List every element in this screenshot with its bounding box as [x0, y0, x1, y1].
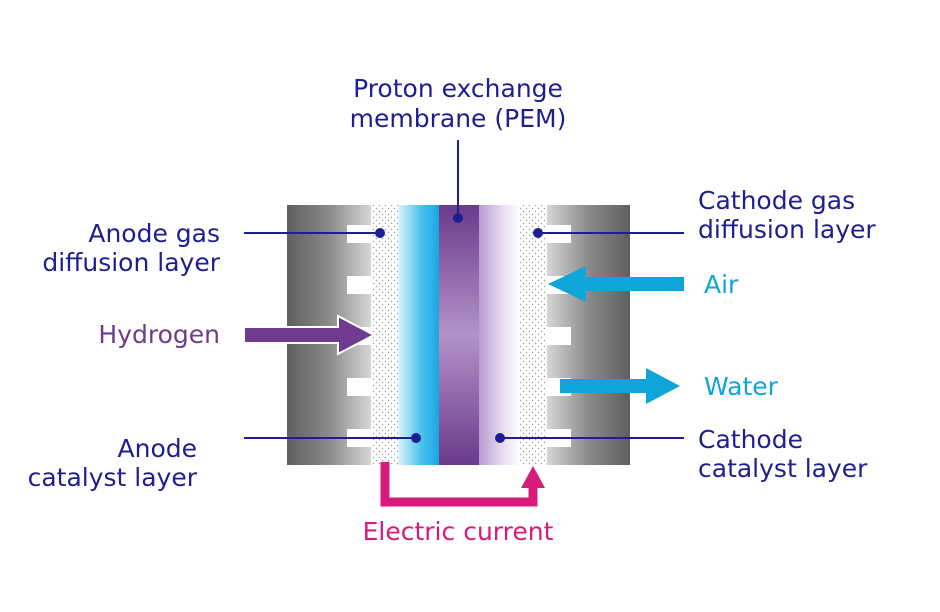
cathode-gdl-label-line1: Cathode gas — [698, 186, 855, 215]
anode-flow-channel — [347, 276, 371, 294]
electric-current-path — [380, 462, 545, 507]
electric-current-label: Electric current — [363, 517, 554, 546]
anode-gdl-marker-dot — [375, 228, 385, 238]
pem-marker-dot — [453, 213, 463, 223]
anode-catalyst-layer — [398, 205, 439, 465]
anode-cl-marker-dot — [411, 433, 421, 443]
anode-gdl-label-line1: Anode gas — [88, 219, 220, 248]
anode-cl-label-line2: catalyst layer — [28, 463, 198, 492]
cathode-cl-label-line1: Cathode — [698, 425, 803, 454]
air-arrow — [548, 266, 684, 302]
anode-cl-label-line1: Anode — [118, 434, 198, 463]
water-label: Water — [704, 372, 779, 401]
pem-label-line2: membrane (PEM) — [350, 104, 567, 133]
cathode-cl-marker-dot — [495, 433, 505, 443]
cathode-catalyst-layer — [479, 205, 520, 465]
cathode-plate — [547, 205, 630, 465]
cathode-gdl-label-line2: diffusion layer — [698, 215, 876, 244]
cathode-flow-channel — [547, 327, 571, 345]
cathode-cl-label-line2: catalyst layer — [698, 454, 868, 483]
cathode-gdl-marker-dot — [533, 228, 543, 238]
hydrogen-label: Hydrogen — [98, 320, 220, 349]
water-arrow — [560, 368, 680, 404]
current-arrowhead — [521, 466, 545, 488]
anode-flow-channel — [347, 378, 371, 396]
air-label: Air — [704, 270, 739, 299]
cathode-gas-diffusion-layer — [520, 205, 547, 465]
anode-gdl-label-line2: diffusion layer — [42, 248, 220, 277]
pem-label-line1: Proton exchange — [353, 74, 563, 103]
proton-exchange-membrane — [439, 205, 479, 465]
hydrogen-arrow — [243, 314, 377, 356]
